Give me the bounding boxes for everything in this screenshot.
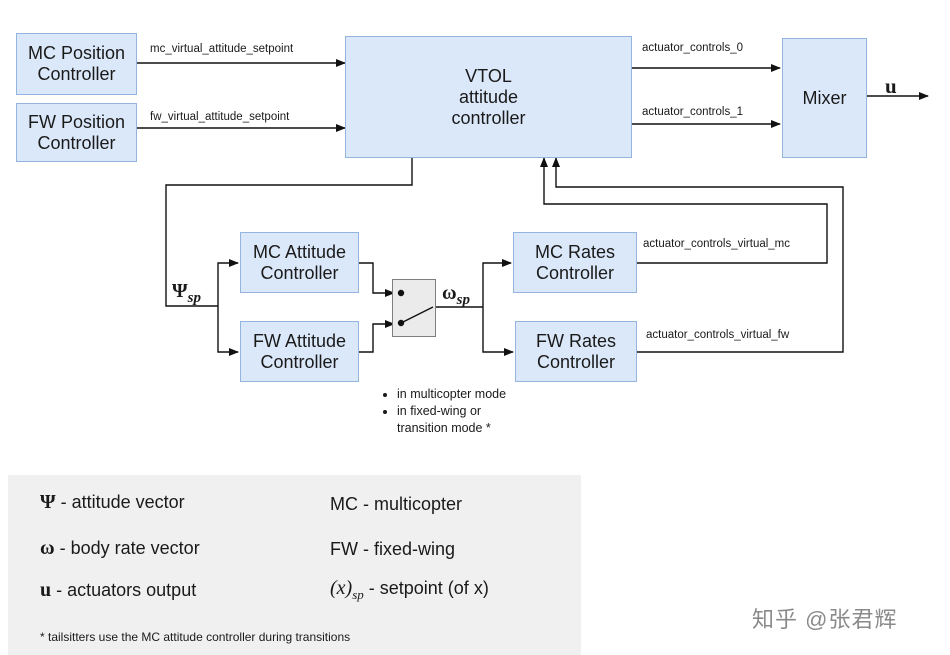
u-symbol: u <box>885 74 897 98</box>
legend-omega: ω - body rate vector <box>40 537 200 560</box>
label-u: u <box>885 74 897 99</box>
label-virtual-fw: actuator_controls_virtual_fw <box>646 329 790 341</box>
label-mc-setpoint: mc_virtual_attitude_setpoint <box>150 43 294 55</box>
legend-psi: Ψ - attitude vector <box>40 491 185 514</box>
legend-omega-symbol: ω <box>40 537 55 559</box>
mc-position-controller: MC Position Controller <box>16 33 137 95</box>
watermark: 知乎 @张君辉 <box>752 607 898 632</box>
label-fw-setpoint: fw_virtual_attitude_setpoint <box>150 111 290 123</box>
wire-to-mc-rates <box>482 259 512 307</box>
legend-mc: MC - multicopter <box>330 494 463 514</box>
wire-to-fw-rates <box>482 307 514 356</box>
footnote: * tailsitters use the MC attitude contro… <box>40 630 351 644</box>
legend-omega-text: - body rate vector <box>54 538 200 558</box>
label-ac1: actuator_controls_1 <box>642 106 744 118</box>
fw-attitude-controller: FW Attitude Controller <box>240 321 359 382</box>
legend-fw: FW - fixed-wing <box>330 539 456 559</box>
wire-mc-att-switch <box>359 262 395 297</box>
fw-rates-controller: FW Rates Controller <box>515 321 637 382</box>
mc-attitude-controller: MC Attitude Controller <box>240 232 359 293</box>
mixer: Mixer <box>782 38 867 158</box>
mc-rates-controller: MC Rates Controller <box>513 232 637 293</box>
switch-notes: in multicopter mode in fixed-wing or tra… <box>382 386 532 437</box>
label-omega-sp: ωsp <box>442 282 470 309</box>
label-virtual-mc: actuator_controls_virtual_mc <box>643 238 791 250</box>
label-ac0: actuator_controls_0 <box>642 42 744 54</box>
wire-psi <box>165 157 413 307</box>
psi-symbol: Ψ <box>172 280 188 302</box>
vtol-attitude-controller: VTOL attitude controller <box>345 36 632 158</box>
fw-position-controller: FW Position Controller <box>16 103 137 162</box>
legend-psi-symbol: Ψ <box>40 491 56 513</box>
wire-to-fw-att <box>217 306 239 356</box>
omega-symbol: ω <box>442 282 457 304</box>
legend-psi-text: - attitude vector <box>55 492 185 512</box>
wire-fw-att-switch <box>359 320 395 353</box>
omega-subscript: sp <box>456 292 470 308</box>
label-psi-sp: Ψsp <box>172 280 201 307</box>
note-multicopter: in multicopter mode <box>397 386 532 403</box>
mode-switch <box>392 279 436 337</box>
wire-virtual-mc <box>540 157 828 264</box>
legend-panel <box>8 475 581 655</box>
note-fixed-wing: in fixed-wing or transition mode * <box>397 403 532 437</box>
legend-u: u - actuators output <box>40 579 196 602</box>
wire-to-mc-att <box>217 259 239 306</box>
legend-u-text: - actuators output <box>51 580 197 600</box>
legend-u-symbol: u <box>40 579 52 601</box>
legend-setpoint-symbol: (x) <box>330 577 353 599</box>
legend-setpoint-subscript: sp <box>352 587 364 602</box>
psi-subscript: sp <box>187 290 201 306</box>
wire-virtual-fw <box>552 157 844 353</box>
legend-setpoint-text: - setpoint (of x) <box>363 578 489 598</box>
legend-setpoint: (x)sp - setpoint (of x) <box>330 577 489 603</box>
